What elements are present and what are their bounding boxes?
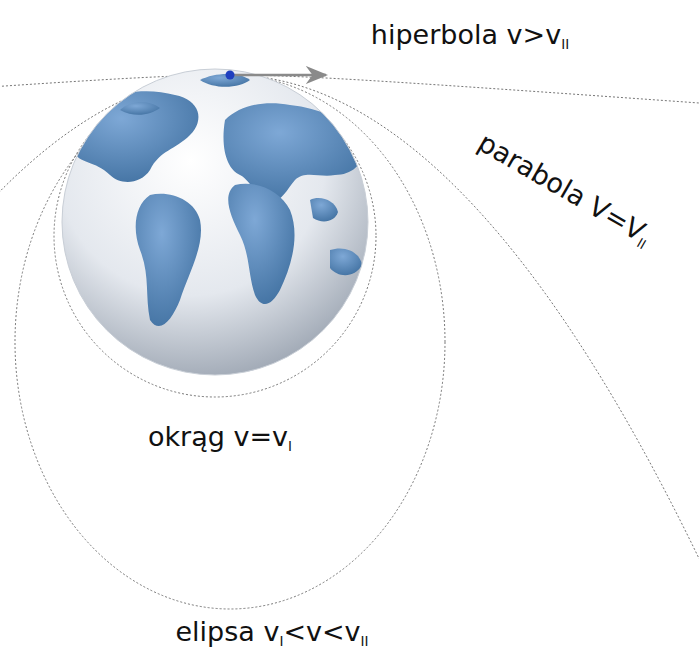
circle-label: okrąg v=vI bbox=[145, 421, 295, 454]
velocity-arrow bbox=[230, 74, 326, 77]
satellite-dot bbox=[226, 71, 235, 80]
hyperbola-orbit bbox=[0, 75, 699, 104]
parabola-label: parabola V=VII bbox=[470, 125, 661, 254]
earth-globe bbox=[62, 69, 368, 375]
ellipse-label: elipsa vI<v<vII bbox=[172, 616, 371, 649]
hyperbola-label: hiperbola v>vII bbox=[368, 19, 572, 52]
